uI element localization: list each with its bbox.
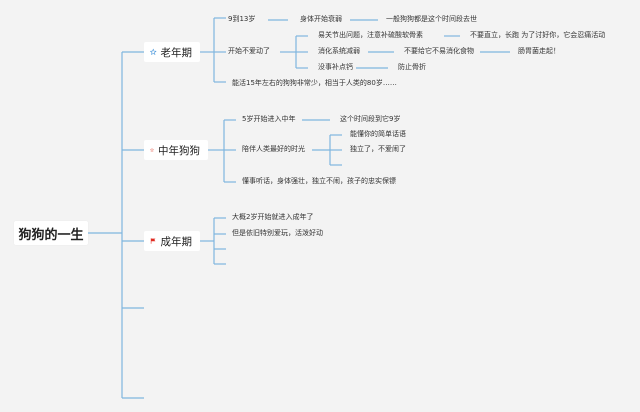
adult-age2: 大概2岁开始就进入成年了: [232, 213, 314, 221]
old-age-decline-note: 一般狗狗都是这个时间段去世: [386, 15, 477, 23]
old-age-rare: 能活15年左右的狗狗非常少，相当于人类的80岁……: [232, 79, 397, 87]
star-outline-icon: [150, 147, 154, 152]
middle-age-partner: 陪伴人类最好的时光: [242, 145, 305, 153]
middle-age-independent: 独立了，不爱闹了: [350, 145, 406, 153]
star-outline-icon: [150, 48, 157, 55]
root-node[interactable]: 狗狗的一生: [14, 221, 88, 245]
stage-old-age[interactable]: 老年期: [144, 42, 200, 62]
middle-age-understand: 能懂你的简单话语: [350, 130, 406, 138]
stage-middle-age[interactable]: 中年狗狗: [144, 140, 208, 160]
stage-adult[interactable]: 成年期: [144, 231, 200, 251]
root-label: 狗狗的一生: [18, 227, 84, 243]
old-age-joint: 易关节出问题，注意补硫酸软骨素: [318, 31, 423, 39]
old-age-decline: 身体开始衰弱: [300, 15, 342, 23]
stage-adult-label: 成年期: [160, 235, 193, 248]
middle-age-start-note: 这个时间段到它9岁: [340, 115, 401, 123]
middle-age-sensible: 懂事听话，身体强壮，独立不闹，孩子的忠实保镖: [242, 177, 396, 185]
stage-middle-age-label: 中年狗狗: [158, 144, 200, 157]
old-age-change: 开始不爱动了: [228, 47, 270, 55]
middle-age-start: 5岁开始进入中年: [242, 115, 296, 123]
old-age-digest: 消化系统减弱: [318, 47, 360, 55]
adult-playful: 但是依旧特别爱玩，活泼好动: [232, 229, 323, 237]
old-age-calcium-note: 防止骨折: [398, 63, 426, 71]
old-age-joint-note: 不要直立，长跑 为了讨好你，它会忍痛活动: [470, 31, 606, 39]
flag-icon: [150, 238, 156, 244]
stage-old-age-label: 老年期: [160, 46, 193, 59]
old-age-calcium: 没事补点钙: [318, 63, 353, 71]
old-age-digest-note: 不要给它不易消化食物: [404, 47, 474, 55]
old-age-digest-note2: 肠胃菌走起！: [518, 47, 560, 55]
old-age-9to13: 9到13岁: [228, 15, 256, 23]
